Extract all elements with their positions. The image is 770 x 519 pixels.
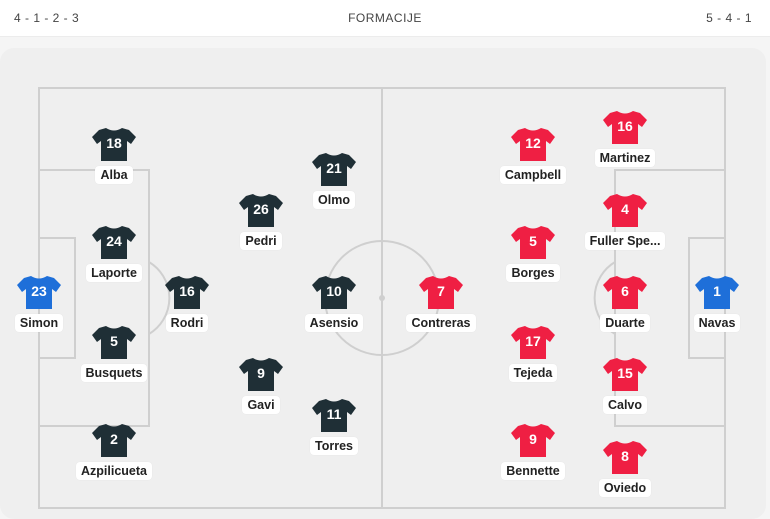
away-player-fuller-spe[interactable]: 4 Fuller Spe... <box>570 192 680 250</box>
home-player-olmo[interactable]: 21 Olmo <box>279 151 389 209</box>
away-player-contreras[interactable]: 7 Contreras <box>386 274 496 332</box>
home-player-pedri[interactable]: 26 Pedri <box>206 192 316 250</box>
away-player-tejeda[interactable]: 17 Tejeda <box>478 324 588 382</box>
home-shirt-icon: 18 <box>91 126 137 162</box>
player-name: Pedri <box>240 232 282 250</box>
player-name: Fuller Spe... <box>584 232 666 250</box>
home-shirt-icon: 9 <box>238 356 284 392</box>
away-shirt-icon: 5 <box>510 224 556 260</box>
away-shirt-icon: 6 <box>602 274 648 310</box>
home-player-simon[interactable]: 23 Simon <box>0 274 94 332</box>
away-player-martinez[interactable]: 16 Martinez <box>570 109 680 167</box>
home-shirt-icon: 2 <box>91 422 137 458</box>
player-name: Olmo <box>313 191 355 209</box>
formation-header: 4 - 1 - 2 - 3 FORMACIJE 5 - 4 - 1 <box>0 0 770 37</box>
away-shirt-icon: 15 <box>602 356 648 392</box>
home-shirt-icon: 21 <box>311 151 357 187</box>
home-player-asensio[interactable]: 10 Asensio <box>279 274 389 332</box>
player-name: Duarte <box>600 314 650 332</box>
away-formation: 5 - 4 - 1 <box>706 11 752 25</box>
player-name: Bennette <box>501 462 565 480</box>
player-name: Azpilicueta <box>76 462 152 480</box>
player-name: Oviedo <box>598 479 652 497</box>
home-shirt-icon: 26 <box>238 192 284 228</box>
player-name: Gavi <box>242 396 280 414</box>
player-name: Contreras <box>406 314 476 332</box>
player-name: Asensio <box>304 314 364 332</box>
player-name: Alba <box>95 166 133 184</box>
home-shirt-icon: 10 <box>311 274 357 310</box>
away-shirt-icon: 12 <box>510 126 556 162</box>
home-formation: 4 - 1 - 2 - 3 <box>14 11 80 25</box>
away-shirt-icon: 9 <box>510 422 556 458</box>
player-name: Busquets <box>80 364 148 382</box>
player-name: Simon <box>14 314 64 332</box>
away-player-navas[interactable]: 1 Navas <box>662 274 770 332</box>
away-shirt-icon: 17 <box>510 324 556 360</box>
away-player-oviedo[interactable]: 8 Oviedo <box>570 439 680 497</box>
away-player-calvo[interactable]: 15 Calvo <box>570 356 680 414</box>
away-shirt-icon: 7 <box>418 274 464 310</box>
home-player-laporte[interactable]: 24 Laporte <box>59 224 169 282</box>
home-shirt-icon: 11 <box>311 397 357 433</box>
away-player-bennette[interactable]: 9 Bennette <box>478 422 588 480</box>
player-name: Rodri <box>165 314 209 332</box>
away-player-borges[interactable]: 5 Borges <box>478 224 588 282</box>
away-shirt-icon: 4 <box>602 192 648 228</box>
home-shirt-icon: 24 <box>91 224 137 260</box>
home-player-azpilicueta[interactable]: 2 Azpilicueta <box>59 422 169 480</box>
away-shirt-icon: 8 <box>602 439 648 475</box>
home-keeper-shirt-icon: 23 <box>16 274 62 310</box>
away-player-campbell[interactable]: 12 Campbell <box>478 126 588 184</box>
away-player-duarte[interactable]: 6 Duarte <box>570 274 680 332</box>
player-name: Campbell <box>499 166 567 184</box>
home-player-gavi[interactable]: 9 Gavi <box>206 356 316 414</box>
home-shirt-icon: 5 <box>91 324 137 360</box>
player-name: Tejeda <box>508 364 558 382</box>
player-name: Torres <box>310 437 358 455</box>
player-name: Calvo <box>602 396 648 414</box>
home-player-torres[interactable]: 11 Torres <box>279 397 389 455</box>
player-name: Laporte <box>86 264 142 282</box>
home-shirt-icon: 16 <box>164 274 210 310</box>
formations-title: FORMACIJE <box>348 11 422 25</box>
home-player-alba[interactable]: 18 Alba <box>59 126 169 184</box>
away-shirt-icon: 16 <box>602 109 648 145</box>
home-player-busquets[interactable]: 5 Busquets <box>59 324 169 382</box>
player-name: Borges <box>506 264 560 282</box>
home-player-rodri[interactable]: 16 Rodri <box>132 274 242 332</box>
player-name: Navas <box>693 314 741 332</box>
pitch: 23 Simon 18 Alba 24 Laporte 5 Busquets 2… <box>0 48 766 519</box>
away-keeper-shirt-icon: 1 <box>694 274 740 310</box>
player-name: Martinez <box>594 149 656 167</box>
